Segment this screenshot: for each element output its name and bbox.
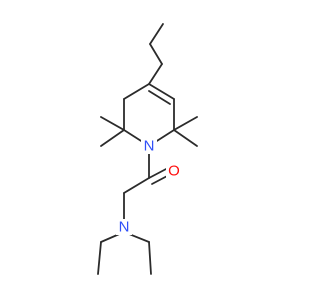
bond-ethyl-left-2 [97, 241, 102, 275]
molecule-structure: N O N [97, 23, 198, 275]
atom-bg-n-amine [116, 219, 132, 235]
bond-methyl-right-up [173, 116, 198, 131]
bond-methyl-right-down [173, 129, 198, 147]
bond-methyl-left-down [100, 129, 125, 147]
bond-ring-c5-c4-double [148, 90, 171, 105]
bond-ethyl-right-2 [148, 241, 152, 275]
atom-bg-n-ring [141, 138, 157, 154]
atom-label-n-ring: N [144, 138, 155, 155]
bond-carbonyl-ch2 [123, 177, 150, 194]
atom-bg-o [166, 163, 182, 179]
atom-label-o: O [168, 163, 180, 180]
bond-butyl-2 [149, 43, 163, 65]
bond-methyl-left-up [100, 116, 125, 131]
bond-c-o [148, 167, 169, 179]
bond-butyl-3 [148, 63, 163, 85]
bond-ring-c5-c4 [148, 83, 175, 100]
bond-ring-c4-c3 [123, 83, 150, 100]
atom-label-n-amine: N [119, 219, 130, 236]
bond-butyl-1 [149, 23, 164, 45]
